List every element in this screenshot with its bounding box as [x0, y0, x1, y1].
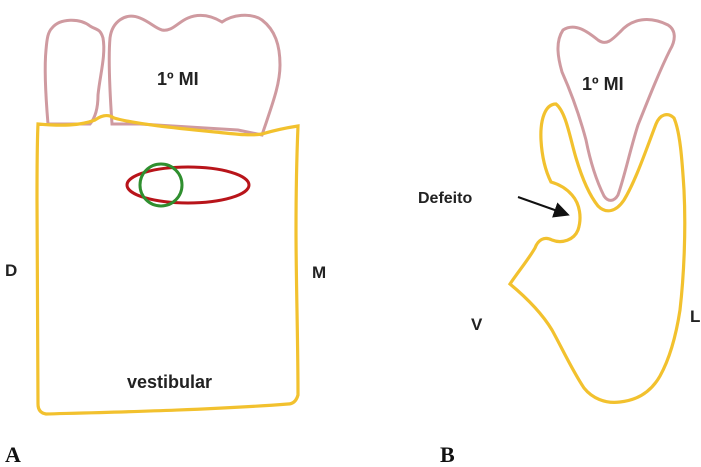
- panel-a-letter: A: [5, 442, 21, 467]
- panel-a-bone-outline: [37, 116, 298, 414]
- panel-a-distal-label: D: [5, 261, 17, 280]
- panel-b-molar-outline: [558, 20, 674, 201]
- panel-b-defect-arrow: [518, 197, 566, 214]
- panel-b-letter: B: [440, 442, 455, 467]
- panel-b-tooth-label: 1º MI: [582, 74, 624, 94]
- panel-b: 1º MI Defeito V L B: [418, 20, 700, 467]
- panel-b-vestibular-label: V: [471, 315, 483, 334]
- panel-a-tooth-label: 1º MI: [157, 69, 199, 89]
- panel-a-adjacent-tooth-outline: [45, 20, 104, 124]
- panel-a: 1º MI D M vestibular A: [5, 15, 326, 467]
- panel-a-mesial-label: M: [312, 263, 326, 282]
- panel-b-bone-outline: [510, 104, 685, 402]
- panel-b-lingual-label: L: [690, 307, 700, 326]
- panel-b-defect-label: Defeito: [418, 190, 472, 207]
- panel-a-vestibular-label: vestibular: [127, 372, 212, 392]
